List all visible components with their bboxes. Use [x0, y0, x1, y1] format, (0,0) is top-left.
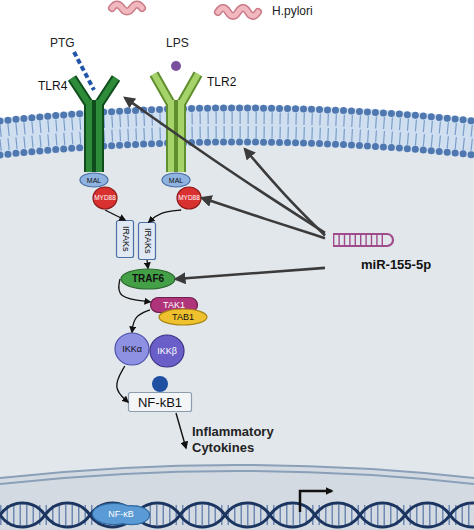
shape-fill	[162, 173, 190, 187]
node-text: TAB1	[172, 313, 194, 322]
protein-oval: TRAF6	[120, 268, 176, 290]
receptor-chain	[181, 74, 198, 104]
adaptor-oval: MAL	[161, 172, 191, 188]
tlr2-receptor: TLR2	[145, 58, 245, 172]
receptor-chain	[154, 74, 171, 104]
node-text: TAK1	[163, 301, 185, 310]
inhibition-arrow	[125, 98, 325, 233]
nucleus	[0, 465, 474, 530]
cell-membrane	[0, 105, 474, 158]
shape-fill	[150, 335, 184, 367]
node-text: IKKα	[122, 345, 142, 354]
shape-fill	[139, 223, 156, 260]
nuclear-envelope	[0, 471, 474, 484]
dna-strand	[0, 503, 474, 527]
signal-arrow	[132, 310, 150, 332]
lipid-tails	[0, 118, 474, 131]
adaptor-circle: MYD88	[92, 186, 118, 210]
mirna-hairpin: miR-155-5p	[325, 222, 455, 276]
transcription-arrow	[300, 491, 332, 512]
node-text: MAL	[87, 177, 101, 184]
bacterium-outline	[112, 5, 142, 12]
shape-fill	[129, 393, 192, 412]
node-text: NF-kB1	[138, 396, 182, 409]
shape-fill	[117, 221, 134, 258]
receptor-chain	[176, 100, 186, 172]
dna-rungs	[0, 505, 474, 525]
receptor-chain	[154, 74, 171, 104]
kinase-box: IRAKs	[138, 222, 156, 260]
shape-fill	[159, 309, 207, 325]
receptor-chain	[168, 100, 174, 172]
signal-arrow	[147, 260, 148, 268]
nuclear-translocation-arrow	[176, 413, 186, 448]
dna-strand	[0, 503, 474, 527]
receptor-chain	[99, 78, 116, 104]
kinase-box: IRAKs	[116, 220, 134, 258]
inhibition-arrow	[202, 198, 325, 238]
phosphate-group	[152, 376, 168, 392]
receptor-chain	[84, 100, 94, 172]
adaptor-oval: MAL	[79, 172, 109, 188]
base-pairs	[333, 235, 385, 246]
output-label: Inflammatory Cytokines	[192, 424, 292, 455]
receptor-chain	[94, 100, 104, 172]
shape-fill	[80, 173, 108, 187]
receptor-chain	[86, 100, 92, 172]
ligand-label: PTG	[50, 36, 75, 50]
signal-arrow	[119, 279, 150, 302]
cytoplasm	[0, 125, 474, 530]
shape-fill	[177, 187, 201, 209]
organism-label: H.pylori	[272, 4, 313, 18]
node-text: TLR4	[38, 80, 67, 92]
receptor-chain	[178, 100, 184, 172]
node-text: IRAKs	[143, 228, 152, 254]
kinase-circle: IKKα	[114, 332, 150, 366]
node-text: IKKβ	[157, 347, 177, 356]
inhibition-arrow	[245, 149, 325, 235]
node-text: MAL	[169, 177, 183, 184]
receptor-chain	[99, 78, 116, 104]
signal-arrow	[149, 210, 181, 222]
lipid-heads	[0, 142, 474, 155]
receptor-chain	[96, 100, 102, 172]
node-text: MYD88	[178, 195, 200, 202]
signal-arrow	[117, 366, 128, 402]
shape-fill	[93, 187, 117, 209]
adaptor-circle: MYD88	[176, 186, 202, 210]
protein-oval: TAB1	[158, 308, 208, 326]
receptor-chain	[181, 74, 198, 104]
kinase-circle: IKKβ	[149, 334, 185, 368]
lipid-heads	[0, 108, 474, 121]
receptor-chain	[72, 78, 89, 104]
transcription-factor-blob: NF-κB	[92, 503, 150, 525]
transcription-factor-box: NF-kB1	[128, 392, 192, 412]
receptor-chain	[166, 100, 176, 172]
node-text: miR-155-5p	[361, 258, 431, 271]
bacterium-outline	[218, 8, 258, 16]
inhibition-arrow	[176, 268, 325, 279]
lps-ligand	[171, 61, 181, 71]
node-text: NF-κB	[108, 510, 134, 519]
bacterium	[112, 5, 142, 12]
shape-fill	[115, 333, 149, 365]
receptor-chain	[72, 78, 89, 104]
node-text: IRAKs	[121, 226, 130, 252]
rna-strand	[333, 234, 393, 246]
ligand-label: LPS	[166, 36, 189, 50]
shape-fill	[121, 269, 175, 289]
node-text: MYD88	[94, 195, 116, 202]
node-text: TLR2	[207, 76, 236, 88]
tlr4-receptor: TLR4	[36, 66, 125, 172]
node-text: TRAF6	[132, 274, 164, 284]
bacterium	[218, 8, 258, 16]
signal-arrow	[105, 210, 125, 220]
